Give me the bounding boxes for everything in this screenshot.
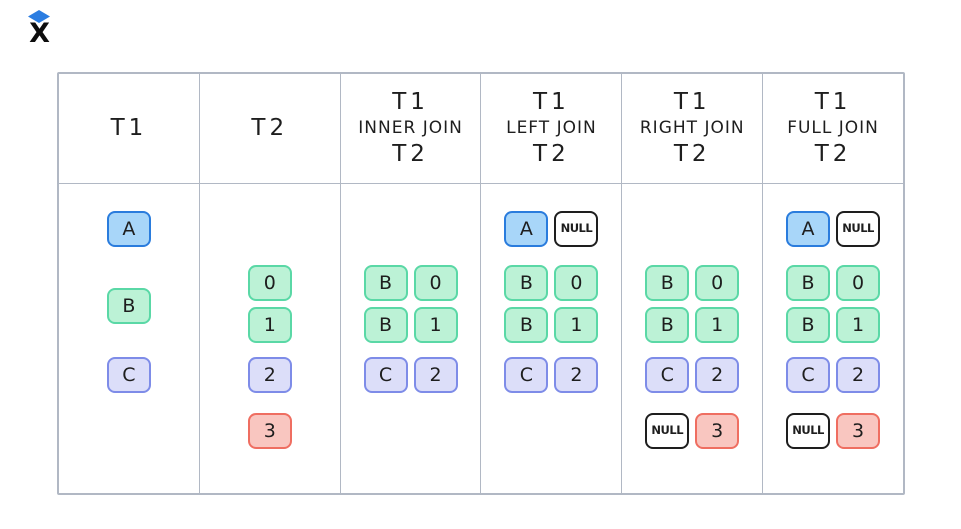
value-box-2[interactable]: 2 bbox=[247, 357, 292, 393]
value-box-2[interactable]: 2 bbox=[695, 357, 740, 393]
header-line: RIGHT JOIN bbox=[639, 118, 745, 139]
value-box-b[interactable]: B bbox=[106, 288, 151, 324]
value-box-1[interactable]: 1 bbox=[695, 307, 740, 343]
value-box-null[interactable]: NULL bbox=[786, 413, 831, 449]
value-box-0[interactable]: 0 bbox=[695, 265, 740, 301]
box-row: B bbox=[59, 288, 199, 324]
value-box-b[interactable]: B bbox=[645, 265, 690, 301]
value-box-a[interactable]: A bbox=[504, 211, 549, 247]
box-row: 3 bbox=[200, 413, 340, 449]
value-box-3[interactable]: 3 bbox=[247, 413, 292, 449]
value-box-b[interactable]: B bbox=[363, 265, 408, 301]
logo-diamond-icon bbox=[28, 10, 50, 23]
header-line: LEFT JOIN bbox=[506, 118, 597, 139]
value-box-0[interactable]: 0 bbox=[413, 265, 458, 301]
value-box-1[interactable]: 1 bbox=[554, 307, 599, 343]
header-line: T2 bbox=[392, 140, 429, 167]
header-line: T1 bbox=[533, 89, 570, 116]
header-line: FULL JOIN bbox=[787, 118, 879, 139]
value-box-b[interactable]: B bbox=[504, 307, 549, 343]
column-header-t1: T1 bbox=[59, 74, 199, 184]
header-line: T1 bbox=[814, 89, 852, 116]
value-box-1[interactable]: 1 bbox=[413, 307, 458, 343]
value-box-0[interactable]: 0 bbox=[836, 265, 881, 301]
app-logo[interactable]: X bbox=[26, 10, 52, 47]
value-box-0[interactable]: 0 bbox=[247, 265, 292, 301]
value-box-3[interactable]: 3 bbox=[836, 413, 881, 449]
value-box-b[interactable]: B bbox=[786, 265, 831, 301]
value-box-a[interactable]: A bbox=[786, 211, 831, 247]
value-box-0[interactable]: 0 bbox=[554, 265, 599, 301]
value-box-null[interactable]: NULL bbox=[554, 211, 599, 247]
value-box-c[interactable]: C bbox=[504, 357, 549, 393]
value-box-b[interactable]: B bbox=[363, 307, 408, 343]
value-box-a[interactable]: A bbox=[106, 211, 151, 247]
header-line: T2 bbox=[673, 140, 711, 167]
value-box-c[interactable]: C bbox=[106, 357, 151, 393]
logo-letter: X bbox=[29, 18, 50, 49]
column-body-t2: 0 1 2 3 bbox=[200, 184, 340, 493]
value-box-b[interactable]: B bbox=[786, 307, 831, 343]
value-box-c[interactable]: C bbox=[363, 357, 408, 393]
header-line: T1 bbox=[673, 89, 711, 116]
box-row: 0 bbox=[200, 265, 340, 301]
box-row: A bbox=[59, 211, 199, 247]
value-box-1[interactable]: 1 bbox=[247, 307, 292, 343]
header-line: T2 bbox=[814, 140, 852, 167]
value-box-1[interactable]: 1 bbox=[836, 307, 881, 343]
value-box-b[interactable]: B bbox=[645, 307, 690, 343]
column-header-t2: T2 bbox=[199, 74, 340, 184]
value-box-c[interactable]: C bbox=[645, 357, 690, 393]
header-line: T2 bbox=[533, 140, 570, 167]
join-column-t2: T2 0 1 2 3 bbox=[199, 74, 341, 493]
header-line: T1 bbox=[110, 115, 148, 142]
box-row: 1 bbox=[200, 307, 340, 343]
value-box-2[interactable]: 2 bbox=[413, 357, 458, 393]
value-box-b[interactable]: B bbox=[504, 265, 549, 301]
header-line: INNER JOIN bbox=[358, 118, 463, 139]
value-box-2[interactable]: 2 bbox=[836, 357, 881, 393]
value-box-3[interactable]: 3 bbox=[695, 413, 740, 449]
header-line: T2 bbox=[251, 115, 289, 142]
box-row: C bbox=[59, 357, 199, 393]
box-row: 2 bbox=[200, 357, 340, 393]
header-line: T1 bbox=[392, 89, 429, 116]
value-box-null[interactable]: NULL bbox=[645, 413, 690, 449]
value-box-c[interactable]: C bbox=[786, 357, 831, 393]
value-box-2[interactable]: 2 bbox=[554, 357, 599, 393]
value-box-null[interactable]: NULL bbox=[836, 211, 881, 247]
